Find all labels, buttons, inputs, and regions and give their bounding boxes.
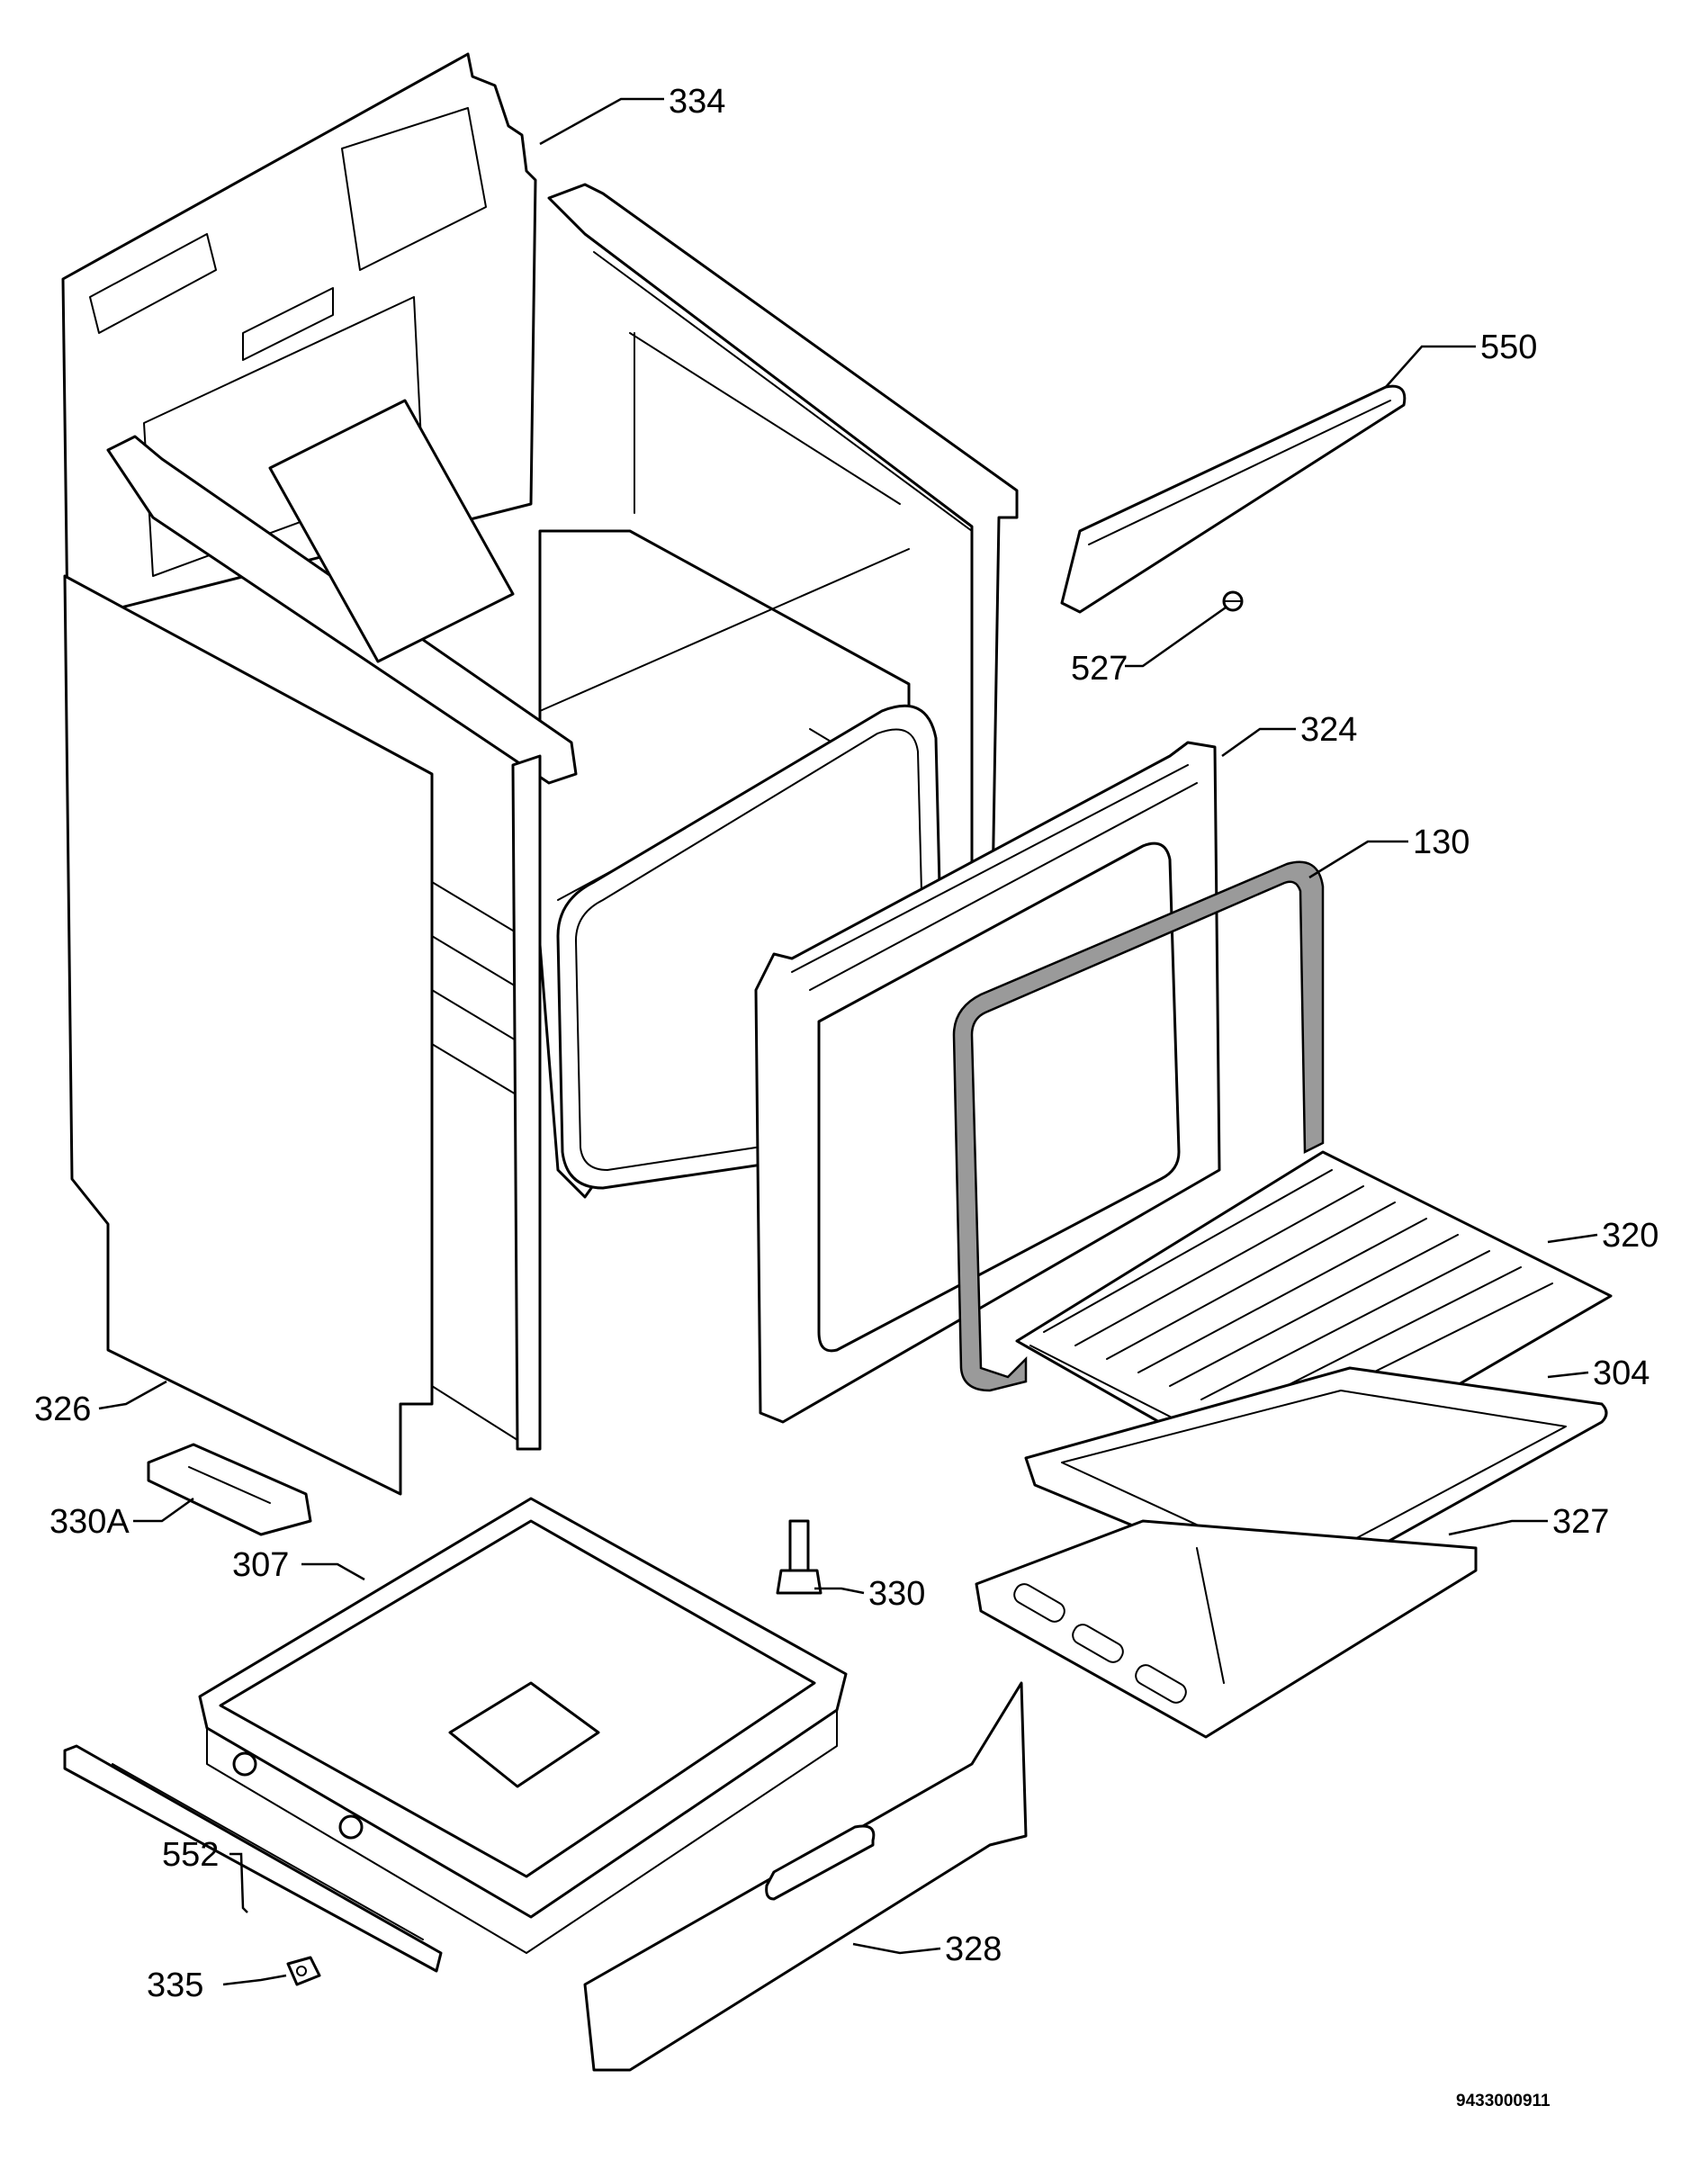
part-130-door-seal <box>952 860 1325 1392</box>
part-330-bolt <box>776 1519 823 1595</box>
callout-304: 304 <box>1593 1354 1650 1392</box>
callout-327: 327 <box>1552 1503 1609 1541</box>
callout-552: 552 <box>162 1836 219 1874</box>
leader-lines <box>98 97 1598 1986</box>
callout-334: 334 <box>669 83 725 121</box>
part-552-runner-rail <box>63 1744 443 1973</box>
part-527-screw <box>1222 590 1244 612</box>
callout-527: 527 <box>1071 650 1128 688</box>
part-327-bottom-plate <box>975 1519 1478 1739</box>
part-335-screw <box>286 1956 321 1986</box>
document-number: 9433000911 <box>1456 2092 1551 2110</box>
oven-frame <box>547 183 1019 1059</box>
top-rail <box>106 399 578 785</box>
callout-324: 324 <box>1300 711 1357 749</box>
callout-330: 330 <box>868 1575 925 1613</box>
callout-labels: 334 550 527 324 130 320 304 326 327 330A… <box>34 83 1659 2004</box>
callout-550: 550 <box>1480 328 1537 366</box>
side-frame-strip <box>431 754 542 1451</box>
callout-130: 130 <box>1413 824 1470 861</box>
callout-328: 328 <box>945 1930 1002 1968</box>
part-326-side-panel <box>63 574 434 1496</box>
callout-326: 326 <box>34 1390 91 1428</box>
part-324-front-frame <box>754 741 1221 1424</box>
callout-307: 307 <box>232 1546 289 1584</box>
part-307-drawer <box>198 1497 848 1954</box>
part-330A-bracket <box>147 1443 312 1536</box>
callout-330A: 330A <box>49 1503 130 1541</box>
callout-320: 320 <box>1602 1217 1659 1255</box>
callout-335: 335 <box>147 1966 203 2004</box>
part-550-trim-bar <box>1060 384 1407 614</box>
part-328-drawer-front <box>583 1681 1028 2072</box>
